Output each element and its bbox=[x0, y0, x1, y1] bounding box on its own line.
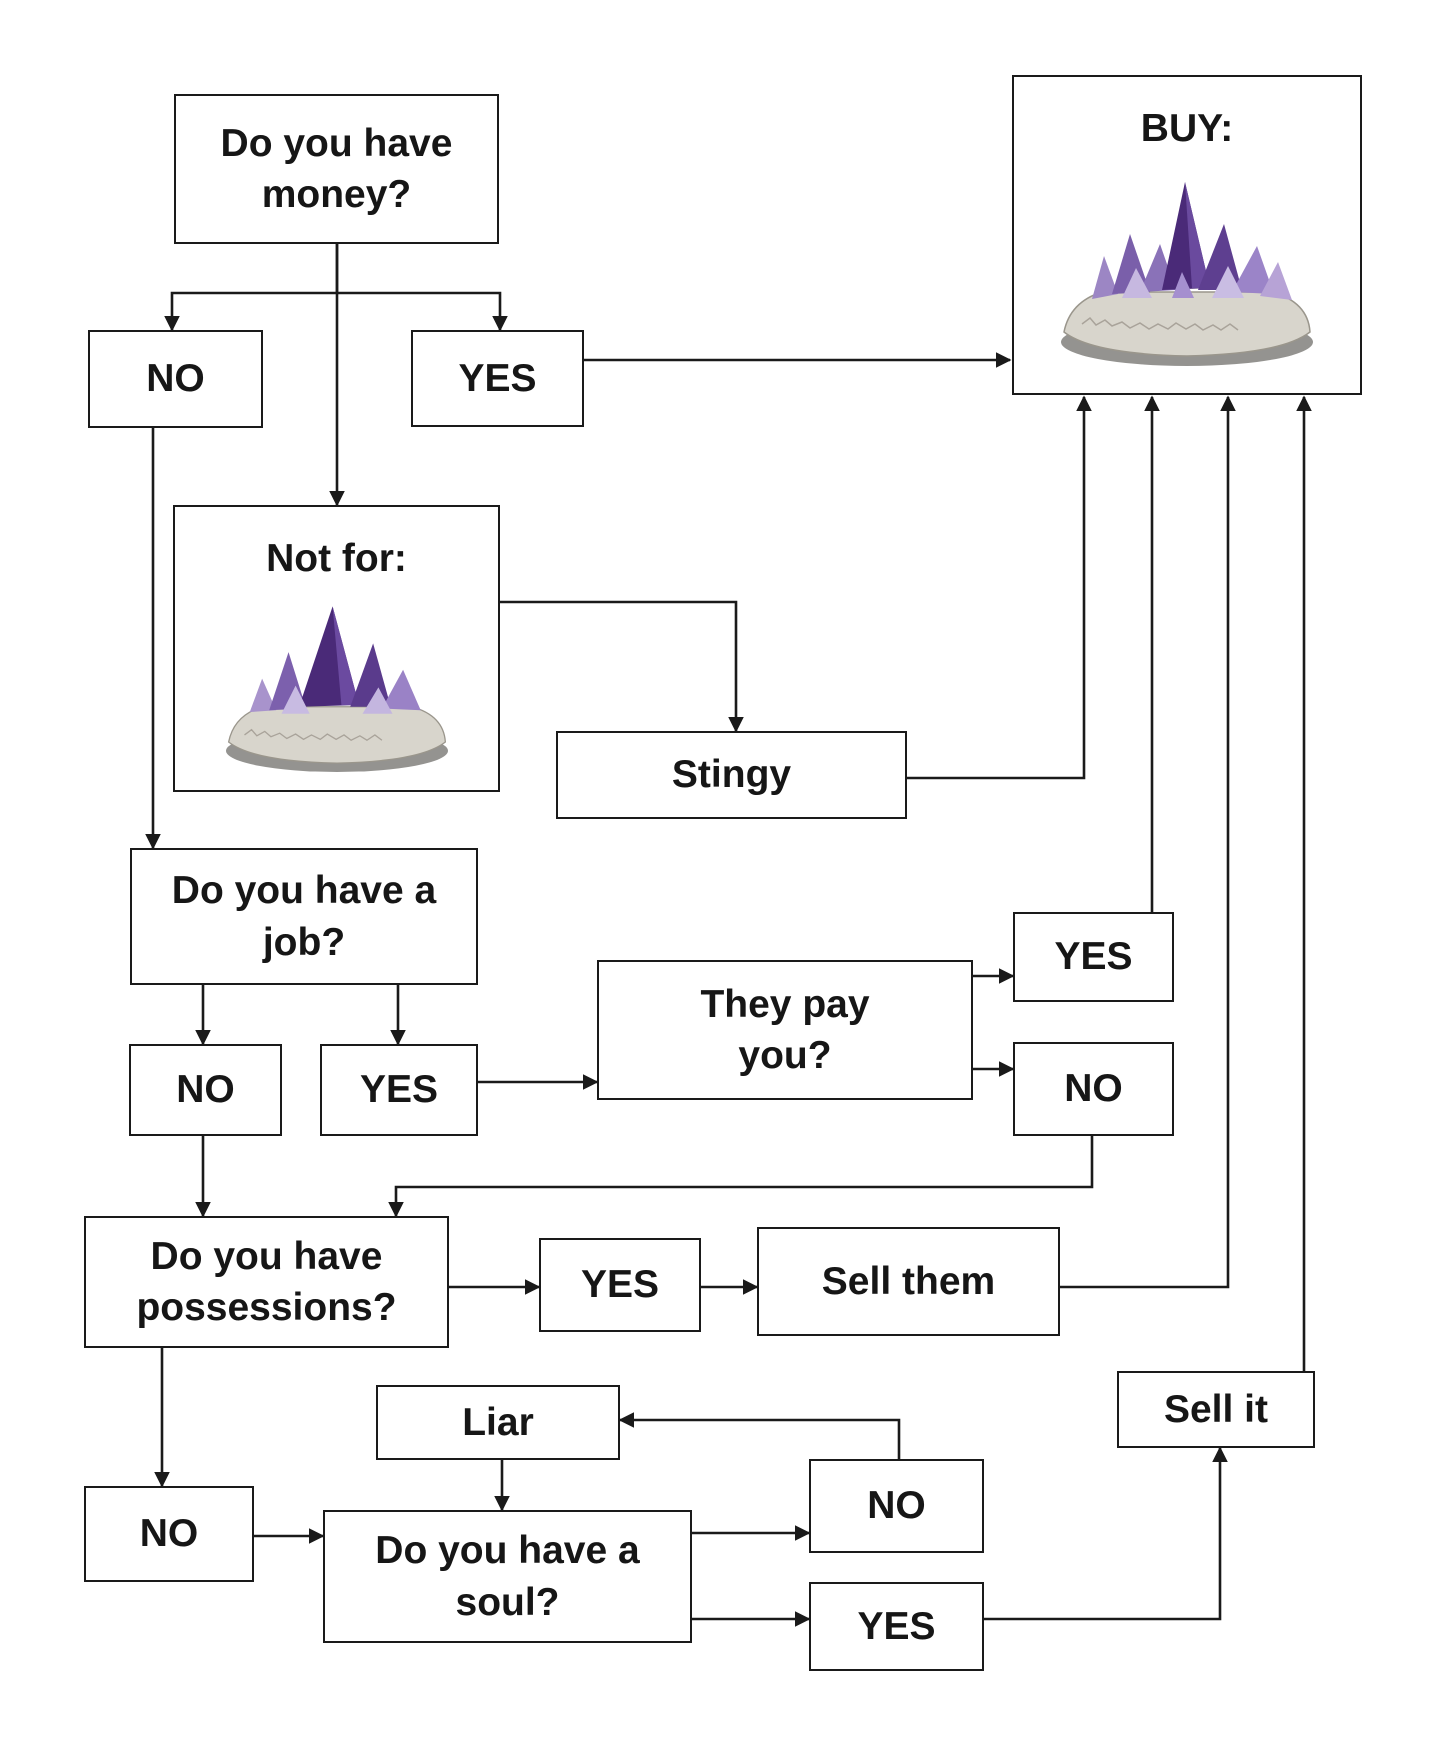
arrow-nopay-to-possessions bbox=[388, 1136, 1094, 1218]
arrow-sellthem-to-buy bbox=[1060, 395, 1236, 1289]
stingy-label: Stingy bbox=[671, 753, 792, 797]
answer-yes-possessions-label: YES bbox=[580, 1263, 660, 1307]
answer-no-soul: NO bbox=[809, 1459, 984, 1553]
answer-no-pay: NO bbox=[1013, 1042, 1174, 1136]
question-pay-label: They pay you? bbox=[700, 982, 870, 1077]
arrow-money-to-yes bbox=[337, 291, 508, 332]
answer-yes-money-label: YES bbox=[458, 356, 537, 400]
answer-no-possessions-label: NO bbox=[139, 1512, 199, 1556]
answer-no-possessions: NO bbox=[84, 1486, 254, 1582]
arrow-money-to-no bbox=[164, 244, 339, 332]
question-soul-label: Do you have a soul? bbox=[375, 1529, 640, 1624]
arrow-nosoul-to-liar bbox=[618, 1412, 901, 1459]
answer-yes-job-label: YES bbox=[359, 1068, 439, 1112]
answer-yes-soul: YES bbox=[809, 1582, 984, 1671]
answer-no-job: NO bbox=[129, 1044, 282, 1136]
answer-yes-money: YES bbox=[411, 330, 584, 427]
question-money-label: Do you have money? bbox=[220, 121, 453, 216]
amethyst-cluster-icon bbox=[1061, 182, 1313, 367]
question-money: Do you have money? bbox=[174, 94, 499, 244]
arrow-stingy-to-buy bbox=[907, 395, 1092, 780]
answer-no-soul-label: NO bbox=[867, 1484, 926, 1528]
arrow-notfor-to-stingy bbox=[500, 600, 744, 733]
question-job: Do you have a job? bbox=[130, 848, 478, 985]
question-possessions: Do you have possessions? bbox=[84, 1216, 449, 1348]
liar-label: Liar bbox=[462, 1400, 534, 1444]
answer-no-money: NO bbox=[88, 330, 263, 428]
question-job-label: Do you have a job? bbox=[171, 869, 437, 964]
answer-yes-pay-label: YES bbox=[1054, 935, 1133, 979]
sell-it-box: Sell it bbox=[1117, 1371, 1315, 1448]
question-pay: They pay you? bbox=[597, 960, 973, 1100]
answer-yes-pay: YES bbox=[1013, 912, 1174, 1002]
buy-box: BUY: bbox=[1012, 75, 1362, 395]
not-for-box: Not for: bbox=[173, 505, 500, 792]
answer-no-money-label: NO bbox=[146, 357, 205, 401]
liar-box: Liar bbox=[376, 1385, 620, 1460]
sell-them-box: Sell them bbox=[757, 1227, 1060, 1336]
answer-yes-possessions: YES bbox=[539, 1238, 701, 1332]
arrow-yessoul-to-sellit bbox=[984, 1446, 1228, 1621]
question-soul: Do you have a soul? bbox=[323, 1510, 692, 1643]
not-for-label: Not for: bbox=[266, 537, 407, 580]
stingy-box: Stingy bbox=[556, 731, 907, 819]
question-possessions-label: Do you have possessions? bbox=[136, 1234, 397, 1329]
amethyst-cluster-icon bbox=[225, 606, 448, 773]
sell-it-label: Sell it bbox=[1163, 1387, 1269, 1431]
answer-no-pay-label: NO bbox=[1064, 1067, 1123, 1111]
sell-them-label: Sell them bbox=[821, 1259, 996, 1303]
answer-yes-soul-label: YES bbox=[857, 1604, 936, 1648]
answer-no-job-label: NO bbox=[176, 1068, 235, 1112]
buy-label: BUY: bbox=[1140, 107, 1234, 150]
answer-yes-job: YES bbox=[320, 1044, 478, 1136]
